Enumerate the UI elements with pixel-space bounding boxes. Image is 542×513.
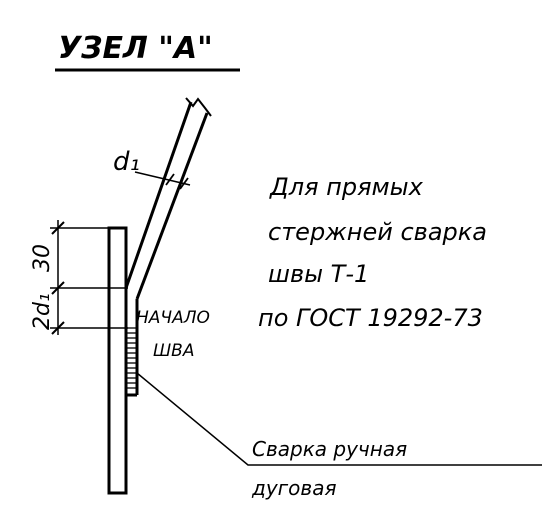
tick-top [51,221,65,235]
welding-label-2: дуговая [251,476,336,500]
rod-right-edge [135,112,209,300]
tick-middle [51,281,65,295]
welding-leader-line [136,372,542,466]
welding-label-1: Сварка ручная [252,437,407,461]
tick-bottom [51,321,65,335]
note-line-1: Для прямых [269,173,424,201]
vertical-plate [107,226,128,495]
weld-start-label-2: ШВА [153,341,194,361]
note-line-2: стержней сварка [268,218,487,246]
diameter-tick-2 [179,177,189,190]
diameter-label: d₁ [113,147,140,177]
diameter-tick-1 [165,173,175,186]
weld-hatching [127,327,136,389]
dimension-2d1: 2d₁ [30,293,55,330]
rod-break-mark [185,97,212,117]
note-line-4: по ГОСТ 19292-73 [258,304,483,332]
weld-start-label: НАЧАЛО [136,308,210,328]
node-title: УЗЕЛ "А" [58,31,213,66]
dimension-30: 30 [30,244,55,272]
rod-left-edge [124,101,193,289]
note-line-3: швы Т-1 [268,260,369,288]
diameter-dimension-line [134,171,191,186]
